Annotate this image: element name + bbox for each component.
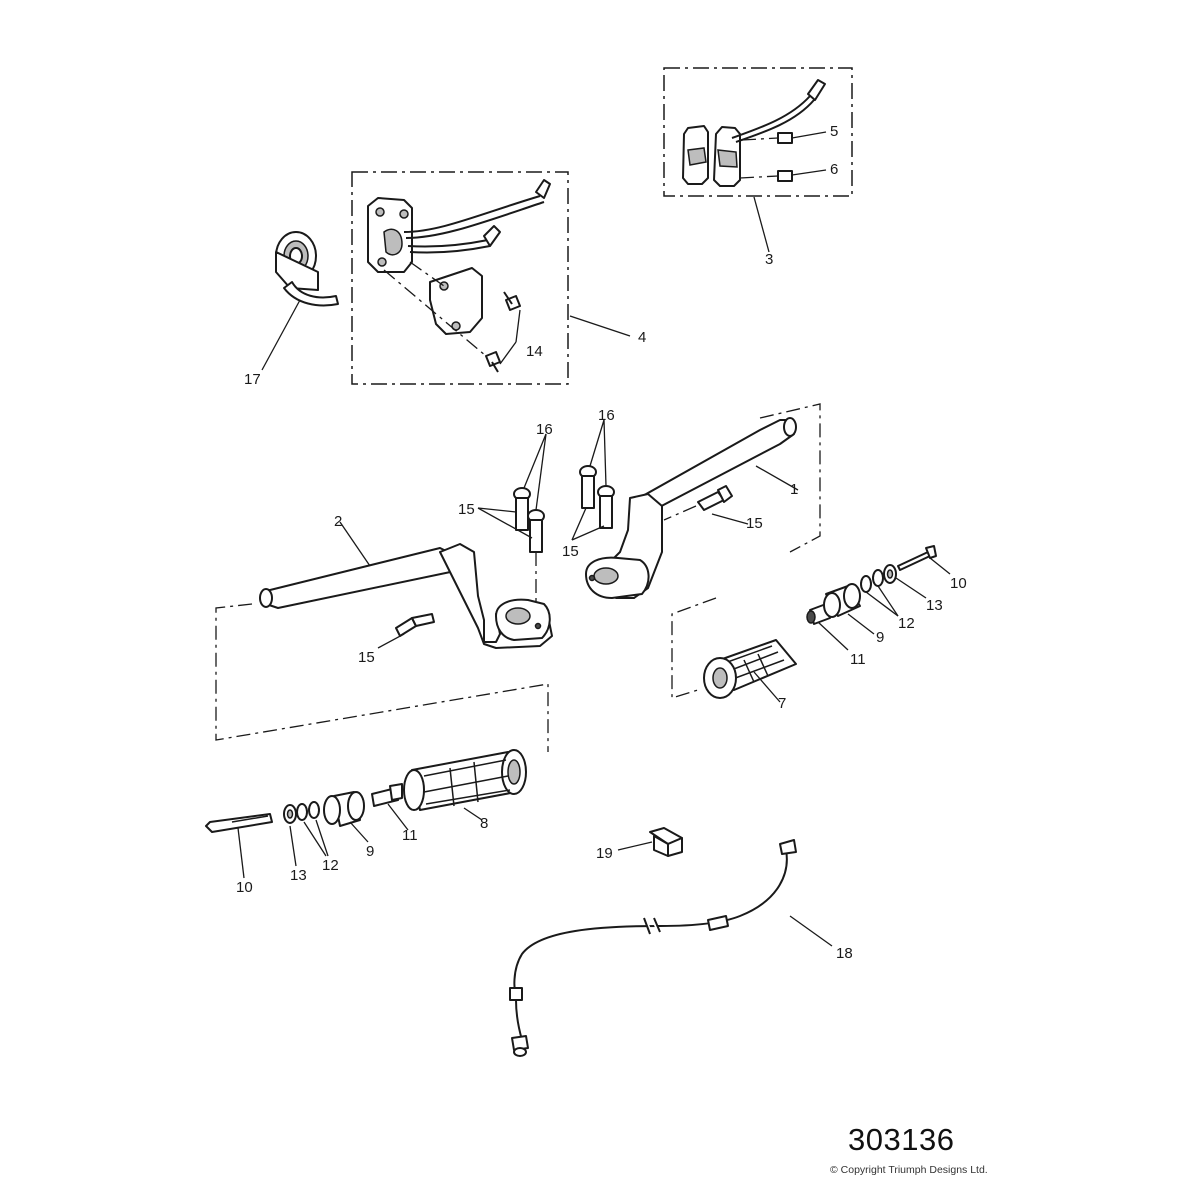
- callout-12-right: 12: [898, 615, 915, 632]
- callout-11-right: 11: [850, 651, 866, 668]
- screw-14-lower: [485, 351, 501, 373]
- callout-3: 3: [765, 251, 773, 268]
- bolt-15-right: [663, 485, 733, 521]
- part-18-cable: [509, 839, 797, 1057]
- part-17-throttle-pulley: [275, 231, 339, 307]
- bolts-16-left-clamp: [513, 487, 545, 604]
- part-7-right-grip: [703, 639, 797, 699]
- callout-12-left: 12: [322, 857, 339, 874]
- screw-5: [741, 131, 827, 144]
- callout-19: 19: [596, 845, 613, 862]
- callout-15-center: 15: [562, 543, 579, 560]
- part-19-clip: [649, 827, 683, 857]
- part-8-left-grip: [403, 749, 527, 811]
- part-9-right-weight: [823, 583, 861, 618]
- screw-6: [739, 169, 827, 182]
- part-13-right-washer: [883, 564, 897, 584]
- bolt-15-lower-left: [395, 613, 435, 637]
- copyright-notice: © Copyright Triumph Designs Ltd.: [830, 1164, 988, 1176]
- callout-7: 7: [778, 695, 786, 712]
- callout-10-right: 10: [950, 575, 967, 592]
- callout-15-lower: 15: [358, 649, 375, 666]
- callout-13-left: 13: [290, 867, 307, 884]
- screw-14-upper: [503, 291, 521, 311]
- callout-10-left: 10: [236, 879, 253, 896]
- callout-2: 2: [334, 513, 342, 530]
- callout-15-right: 15: [746, 515, 763, 532]
- callout-18: 18: [836, 945, 853, 962]
- callout-4: 4: [638, 329, 646, 346]
- callout-16-right: 16: [598, 407, 615, 424]
- callout-16-left: 16: [536, 421, 553, 438]
- callout-5: 5: [830, 123, 838, 140]
- bolts-16-right-clamp: [579, 465, 615, 529]
- switch-assembly-box-right: [663, 67, 853, 197]
- part-9-left-weight: [323, 791, 365, 827]
- part-1-right-handlebar: [585, 417, 797, 599]
- callout-9-left: 9: [366, 843, 374, 860]
- part-13-left-washer: [283, 804, 297, 824]
- callout-labels: 1 2 3 4 5 6 7 8 9 9 10 10 11 11 12 12 13…: [236, 123, 967, 962]
- callout-11-left: 11: [402, 827, 418, 844]
- part-11-left-adapter: [371, 783, 403, 807]
- callout-13-right: 13: [926, 597, 943, 614]
- part-2-left-handlebar: [259, 543, 553, 649]
- callout-9-right: 9: [876, 629, 884, 646]
- callout-1: 1: [790, 481, 798, 498]
- callout-15-left: 15: [458, 501, 475, 518]
- callout-17: 17: [244, 371, 261, 388]
- part-10-left-bolt: [205, 813, 273, 833]
- callout-8: 8: [480, 815, 488, 832]
- callout-14: 14: [526, 343, 543, 360]
- diagram-reference-number: 303136: [848, 1122, 955, 1157]
- callout-6: 6: [830, 161, 838, 178]
- parts-12-left-washers: [296, 801, 320, 821]
- switch-assembly-box-left: [351, 171, 569, 385]
- part-10-right-bolt: [897, 545, 937, 571]
